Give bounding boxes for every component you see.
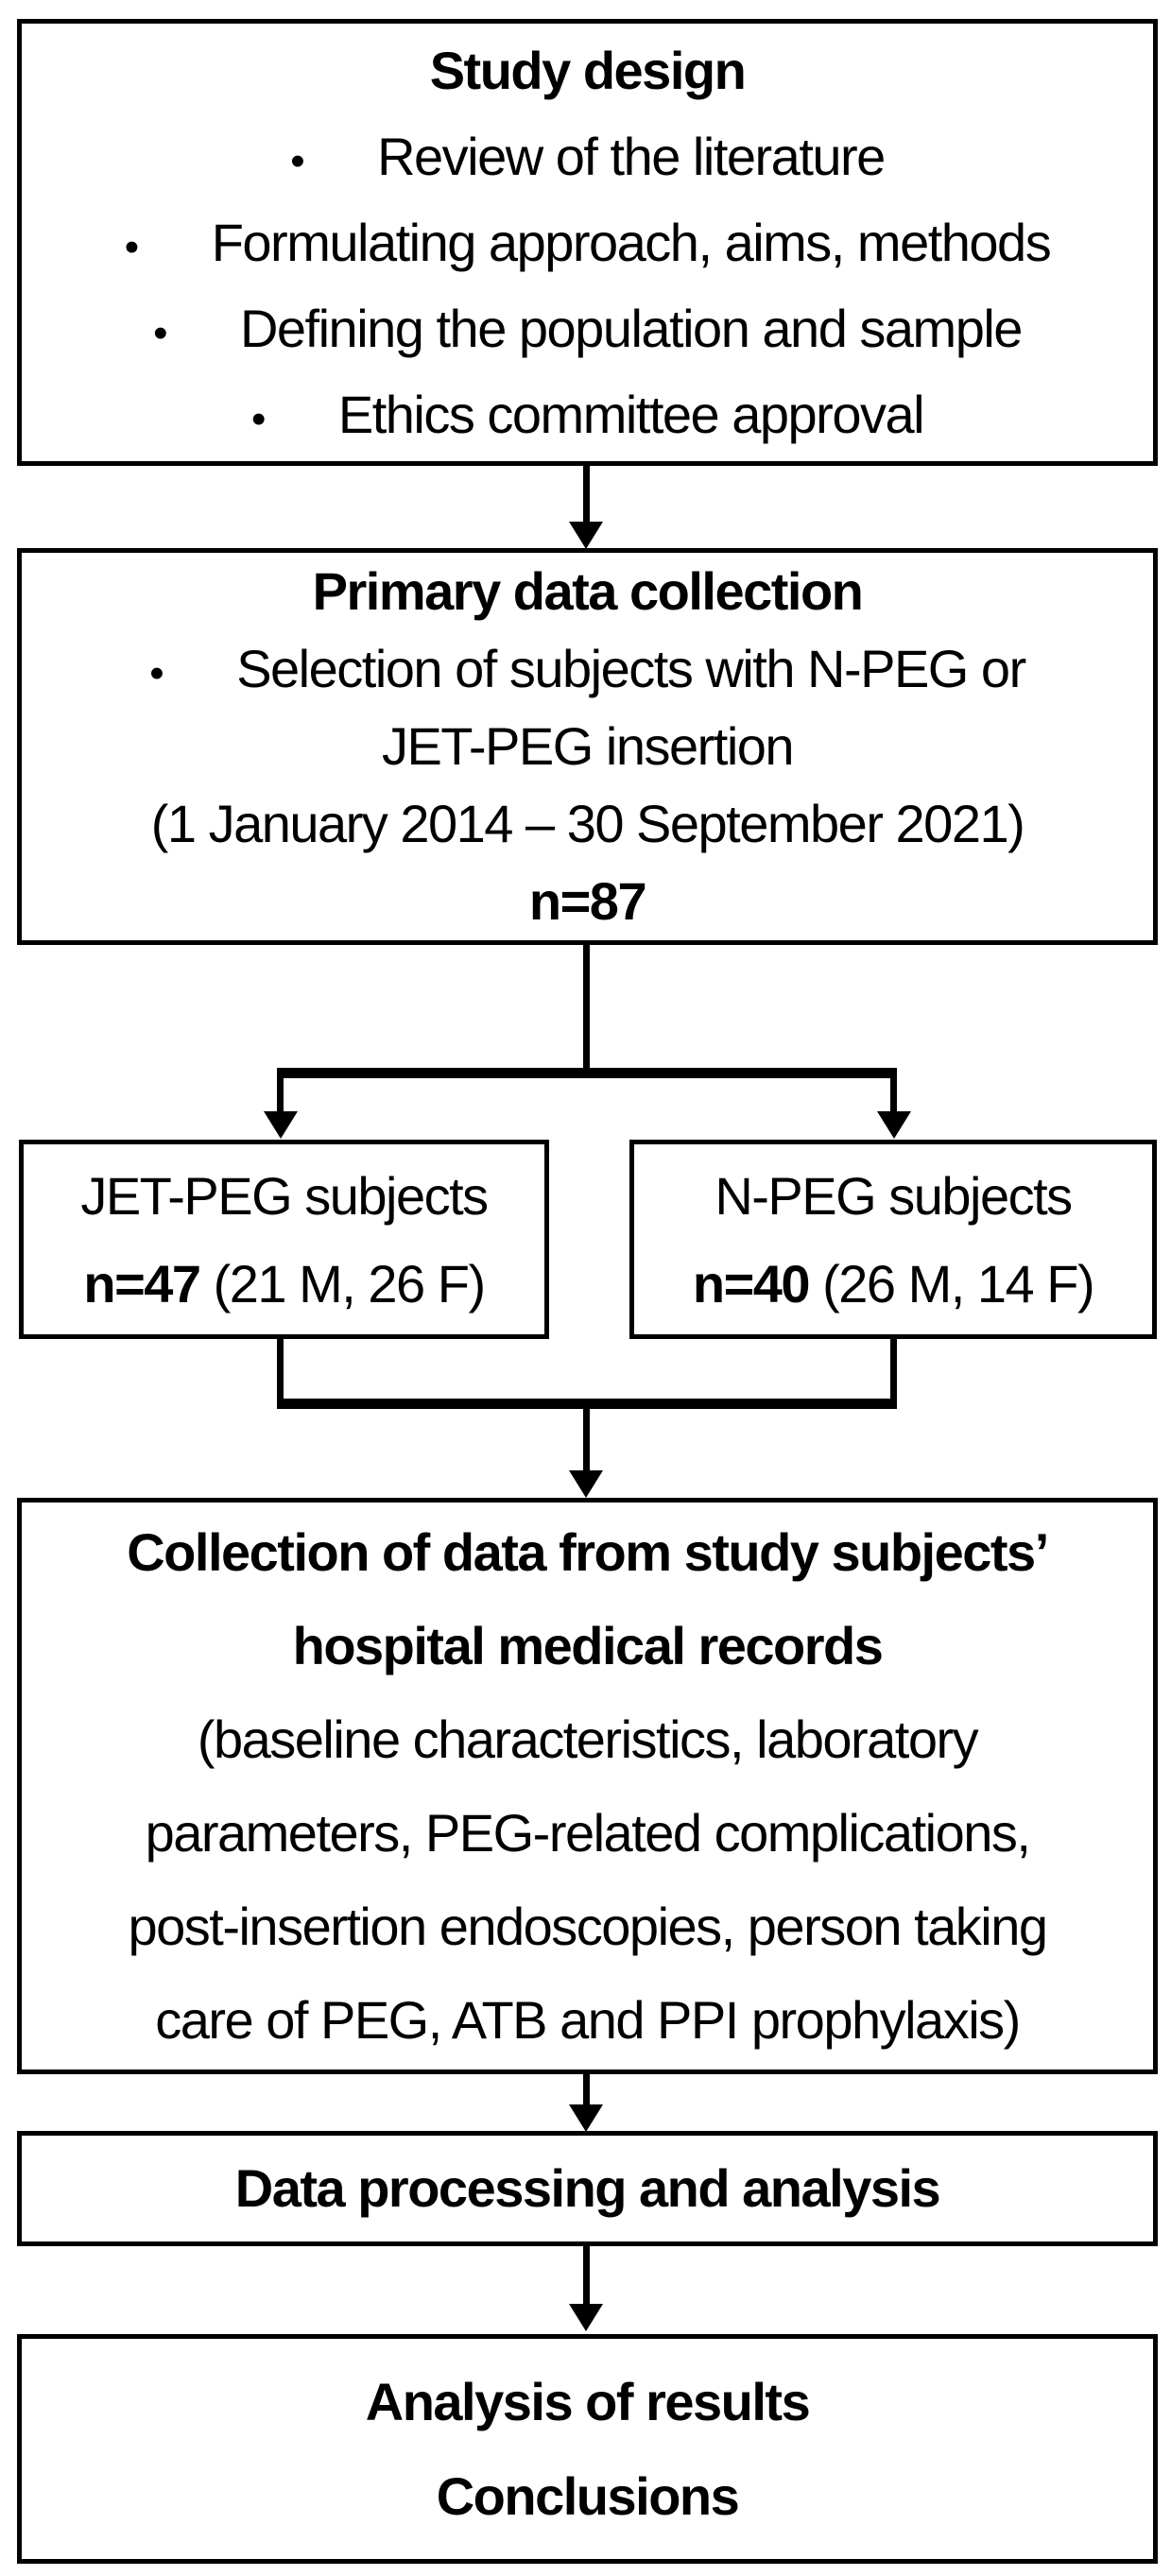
connector-branch-bar (277, 1068, 897, 1078)
group-count: n=40 (692, 1253, 811, 1314)
connector-stem (890, 1068, 897, 1113)
group-gender-split: (21 M, 26 F) (199, 1253, 486, 1314)
study-period: (1 January 2014 – 30 September 2021) (150, 794, 1025, 853)
bullet-text: Review of the literature (377, 127, 886, 186)
group-count-line: n=40 (26 M, 14 F) (634, 1240, 1152, 1328)
connector-merge-bar (277, 1399, 897, 1409)
flow-box-records-collection: Collection of data from study subjects’ … (17, 1498, 1158, 2074)
connector-stem (277, 1339, 284, 1403)
group-name: JET-PEG subjects (80, 1165, 489, 1226)
records-detail: (baseline characteristics, laboratory (197, 1709, 979, 1769)
flow-box-data-processing: Data processing and analysis (17, 2131, 1158, 2246)
group-count: n=47 (83, 1253, 201, 1314)
records-detail: care of PEG, ATB and PPI prophylaxis) (155, 1990, 1021, 2050)
flow-box-study-design: Study design • Review of the literature … (17, 19, 1158, 466)
connector-stem (583, 2246, 590, 2306)
arrow-down-icon (569, 2304, 603, 2331)
bullet-item: • Defining the population and sample (22, 285, 1153, 371)
bullet-icon: • (124, 224, 139, 270)
box-title: Data processing and analysis (234, 2158, 941, 2218)
flow-box-primary-data-collection: Primary data collection • Selection of s… (17, 548, 1158, 945)
group-count-line: n=47 (21 M, 26 F) (24, 1240, 544, 1328)
bullet-text: Defining the population and sample (239, 299, 1023, 358)
arrow-down-icon (569, 1470, 603, 1498)
arrow-down-icon (877, 1111, 911, 1139)
flow-box-results-conclusions: Analysis of results Conclusions (17, 2334, 1158, 2564)
flow-box-n-peg-subjects: N-PEG subjects n=40 (26 M, 14 F) (629, 1140, 1157, 1339)
connector-stem (277, 1068, 284, 1113)
bullet-icon: • (149, 650, 164, 696)
bullet-text: Ethics committee approval (337, 385, 925, 444)
group-name: N-PEG subjects (715, 1165, 1073, 1226)
connector-stem (583, 2074, 590, 2107)
box-title: Primary data collection (312, 561, 864, 621)
records-detail: post-insertion endoscopies, person takin… (128, 1897, 1048, 1956)
box-title: hospital medical records (292, 1616, 884, 1675)
bullet-text-continued: JET-PEG insertion (381, 716, 795, 776)
bullet-item: • Review of the literature (22, 113, 1153, 199)
sample-size: n=87 (528, 871, 647, 931)
bullet-text: Formulating approach, aims, methods (211, 213, 1052, 272)
arrow-down-icon (569, 522, 603, 549)
bullet-icon: • (250, 396, 266, 442)
bullet-item: • Formulating approach, aims, methods (22, 199, 1153, 285)
box-title: Study design (429, 41, 747, 100)
connector-stem (583, 466, 590, 525)
bullet-icon: • (290, 138, 304, 184)
bullet-item: • Ethics committee approval (22, 371, 1153, 457)
bullet-text: Selection of subjects with N-PEG or (236, 639, 1026, 698)
records-detail: parameters, PEG-related complications, (145, 1803, 1031, 1863)
group-gender-split: (26 M, 14 F) (809, 1253, 1094, 1314)
bullet-item: • Selection of subjects with N-PEG or (22, 630, 1153, 708)
connector-stem (583, 1406, 590, 1472)
connector-stem (583, 945, 590, 1073)
flow-box-jet-peg-subjects: JET-PEG subjects n=47 (21 M, 26 F) (19, 1140, 549, 1339)
box-title: Collection of data from study subjects’ (127, 1522, 1049, 1582)
results-line: Analysis of results (365, 2371, 811, 2431)
arrow-down-icon (264, 1111, 298, 1139)
bullet-icon: • (153, 310, 167, 356)
connector-stem (890, 1339, 897, 1403)
results-line: Conclusions (436, 2465, 740, 2526)
arrow-down-icon (569, 2104, 603, 2132)
